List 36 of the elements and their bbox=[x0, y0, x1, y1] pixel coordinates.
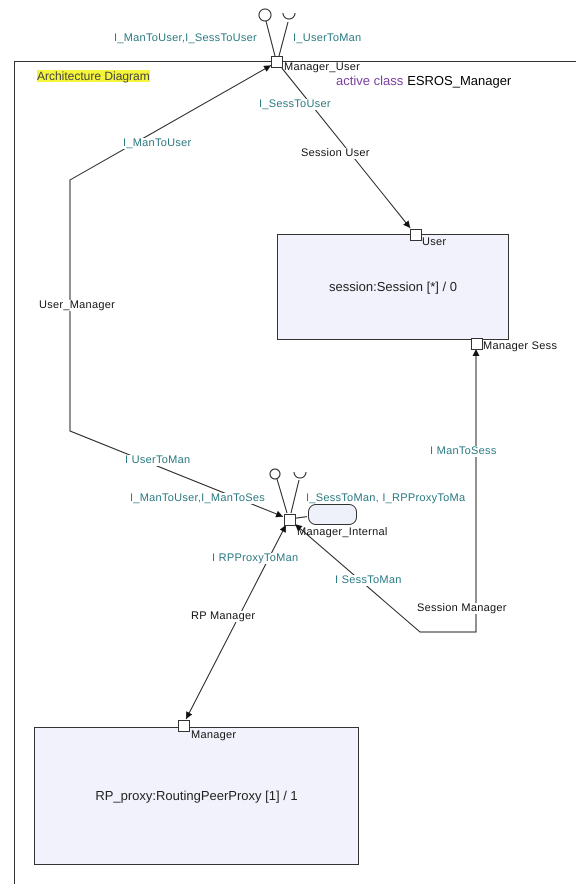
port-square bbox=[178, 720, 190, 732]
port-name: User bbox=[422, 237, 446, 248]
port-square bbox=[284, 514, 296, 526]
connector bbox=[294, 348, 480, 632]
interface-label: I_SessToUser bbox=[259, 99, 331, 110]
connector bbox=[186, 524, 286, 720]
interface-label: I ManToSess bbox=[430, 446, 497, 457]
connector bbox=[281, 68, 411, 228]
port-name: Manager_User bbox=[284, 62, 360, 73]
interface-label: I_SessToMan, I_RPProxyToMa bbox=[306, 493, 466, 504]
interface-label: I_ManToUser,I_ManToSes bbox=[130, 493, 266, 504]
interface-label: I_ManToUser bbox=[123, 138, 192, 149]
port-square bbox=[410, 229, 422, 241]
part-name: RP_proxy:RoutingPeerProxy [1] / 1 bbox=[95, 787, 298, 806]
class-name: ESROS_Manager bbox=[407, 72, 512, 90]
interface-label: I_UserToMan bbox=[293, 33, 362, 44]
edge-label: Session User bbox=[300, 148, 371, 159]
class-frame bbox=[14, 61, 576, 884]
diagram-title-tag: Architecture Diagram bbox=[37, 70, 150, 82]
port-name: Manager bbox=[191, 730, 236, 741]
connector bbox=[294, 516, 308, 519]
part-name: session:Session [*] / 0 bbox=[329, 278, 457, 296]
edge-label: RP Manager bbox=[190, 611, 256, 622]
port-square bbox=[471, 338, 483, 350]
behavior-box bbox=[308, 504, 357, 525]
port-square bbox=[271, 56, 283, 68]
interface-label: I UserToMan bbox=[125, 455, 190, 466]
port-name: Manager Sess bbox=[483, 341, 558, 352]
part-box bbox=[277, 234, 509, 340]
interface-label: I RPProxyToMan bbox=[212, 553, 298, 564]
interface-label: I_ManToUser,I_SessToUser bbox=[114, 33, 257, 44]
part-box bbox=[34, 727, 359, 865]
interface-label: I SessToMan bbox=[335, 575, 402, 586]
edge-label: Session Manager bbox=[416, 603, 508, 614]
edge-label: User_Manager bbox=[38, 300, 116, 311]
stereotype-text: active class bbox=[336, 72, 404, 90]
